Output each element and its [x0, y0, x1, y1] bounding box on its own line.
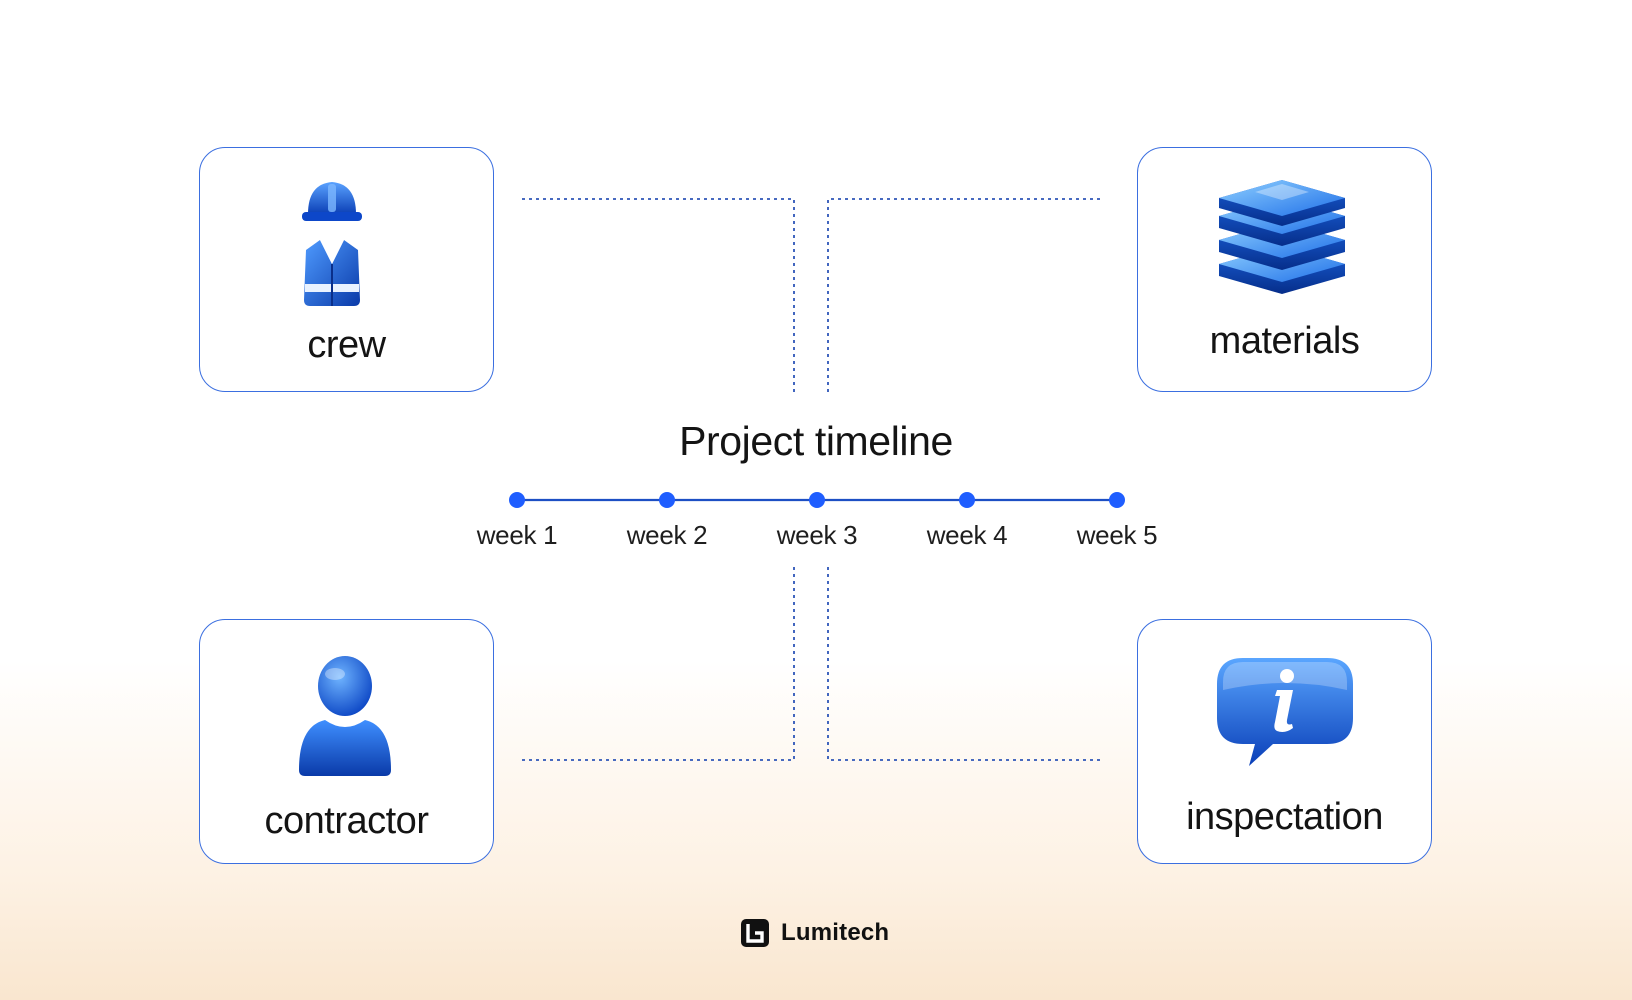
timeline-dot-week-5: [1109, 492, 1125, 508]
card-label-materials: materials: [1209, 320, 1360, 362]
timeline-label-week-5: week 5: [1076, 520, 1158, 550]
card-materials: materials: [1137, 147, 1432, 392]
timeline-label-week-3: week 3: [776, 520, 858, 550]
brand-name: Lumitech: [781, 919, 890, 946]
card-crew: crew: [199, 147, 494, 392]
connector-inspection: [827, 566, 1100, 761]
card-label-crew: crew: [307, 324, 386, 366]
connector-crew: [522, 198, 795, 393]
connector-contractor: [522, 566, 795, 761]
card-label-contractor: contractor: [264, 800, 429, 842]
timeline-dot-week-4: [959, 492, 975, 508]
timeline-dot-week-2: [659, 492, 675, 508]
timeline-dots: [509, 492, 1125, 508]
timeline-title: Project timeline: [679, 418, 953, 464]
card-label-inspection: inspectation: [1186, 796, 1383, 838]
card-contractor: contractor: [199, 619, 494, 864]
timeline-label-week-4: week 4: [926, 520, 1008, 550]
timeline-dot-week-1: [509, 492, 525, 508]
timeline-label-week-1: week 1: [476, 520, 558, 550]
connector-materials: [827, 198, 1100, 393]
construction-worker-icon: [300, 178, 364, 313]
brand-logo: Lumitech: [741, 918, 889, 948]
timeline-dot-week-3: [809, 492, 825, 508]
lumitech-logo-icon: [741, 919, 769, 947]
card-inspection: inspectation: [1137, 619, 1432, 864]
info-speech-bubble-icon: [1215, 656, 1355, 773]
stacked-layers-icon: [1215, 178, 1349, 301]
timeline-label-week-2: week 2: [626, 520, 708, 550]
person-icon: [295, 654, 395, 781]
